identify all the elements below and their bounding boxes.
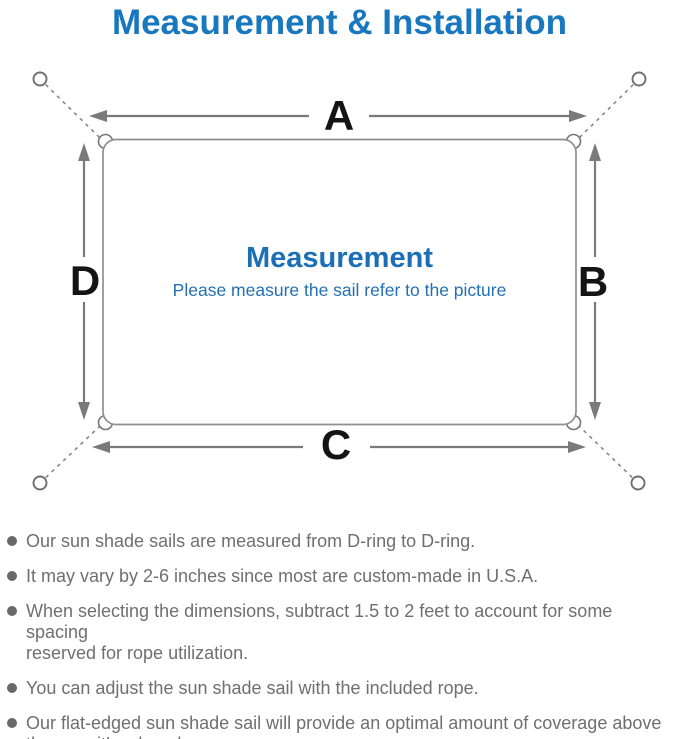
anchor-point-icon-top-left xyxy=(32,71,48,87)
note-text: It may vary by 2-6 inches since most are… xyxy=(26,566,539,586)
note-text: Our flat-edged sun shade sail will provi… xyxy=(26,713,662,739)
rope-line-top-left xyxy=(39,78,102,140)
measure-arrow-c xyxy=(92,441,586,453)
page-title: Measurement & Installation xyxy=(111,3,568,42)
measurement-heading: Measurement xyxy=(246,242,433,274)
bullet-dot-icon xyxy=(7,536,17,546)
note-text: Our sun shade sails are measured from D-… xyxy=(26,531,476,551)
anchor-point-icons xyxy=(32,71,647,491)
sail-measurement-diagram: A B C D xyxy=(32,71,647,491)
bullet-dot-icon xyxy=(7,571,17,581)
list-item: Our sun shade sails are measured from D-… xyxy=(7,531,677,552)
rope-line-top-right xyxy=(577,78,640,140)
rope-line-bottom-right xyxy=(577,424,639,484)
measure-arrow-a xyxy=(89,110,587,122)
dimension-label-c: C xyxy=(321,421,351,468)
measurement-subheading: Please measure the sail refer to the pic… xyxy=(172,280,507,300)
dimension-label-d: D xyxy=(70,257,100,304)
arrowhead-down-icon xyxy=(589,402,601,420)
arrowhead-right-icon xyxy=(569,110,587,122)
arrowhead-down-icon xyxy=(78,402,90,420)
dimension-label-b: B xyxy=(578,258,608,305)
arrowhead-up-icon xyxy=(78,143,90,161)
list-item: It may vary by 2-6 inches since most are… xyxy=(7,566,677,587)
bullet-dot-icon xyxy=(7,718,17,728)
note-text: You can adjust the sun shade sail with t… xyxy=(26,678,479,698)
arrowhead-up-icon xyxy=(589,143,601,161)
arrowhead-left-icon xyxy=(92,441,110,453)
anchor-point-icon-top-right xyxy=(631,71,647,87)
anchor-point-icon-bottom-left xyxy=(32,475,48,491)
list-item: When selecting the dimensions, subtract … xyxy=(7,601,677,664)
note-text: When selecting the dimensions, subtract … xyxy=(26,601,613,663)
shade-sail-outline xyxy=(102,138,577,426)
measure-arrow-d xyxy=(78,143,90,420)
rope-lines xyxy=(39,78,640,484)
dimension-label-a: A xyxy=(324,92,354,139)
arrowhead-right-icon xyxy=(568,441,586,453)
list-item: Our flat-edged sun shade sail will provi… xyxy=(7,713,677,739)
anchor-point-icon-bottom-right xyxy=(630,475,646,491)
rope-line-bottom-left xyxy=(39,424,102,484)
bullet-dot-icon xyxy=(7,683,17,693)
arrowhead-left-icon xyxy=(89,110,107,122)
measure-arrow-b xyxy=(589,143,601,420)
bullet-dot-icon xyxy=(7,606,17,616)
list-item: You can adjust the sun shade sail with t… xyxy=(7,678,677,699)
instruction-notes: Our sun shade sails are measured from D-… xyxy=(7,531,677,739)
sail-center-text: Measurement Please measure the sail refe… xyxy=(103,242,576,301)
